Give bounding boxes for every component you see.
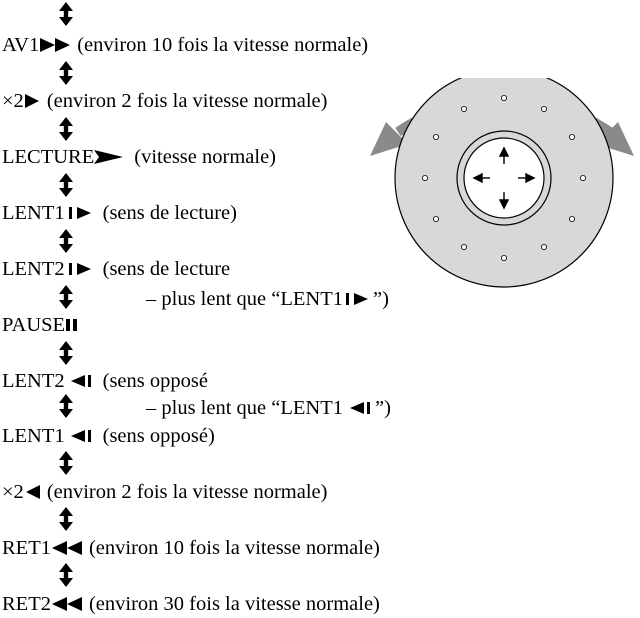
up-down-arrow-icon bbox=[59, 173, 73, 197]
slow-reverse-icon bbox=[70, 375, 91, 387]
mode-label: ×2 bbox=[2, 481, 24, 503]
mode-av1: AV1 (environ 10 fois la vitesse normale) bbox=[2, 33, 368, 57]
mode-lent1-forward: LENT1 (sens de lecture) bbox=[2, 201, 237, 225]
mode-label: AV1 bbox=[2, 34, 40, 56]
mode-lent1-reverse: LENT1 (sens opposé) bbox=[2, 424, 215, 448]
mode-description: (sens opposé) bbox=[102, 425, 215, 447]
mode-description: (sens opposé bbox=[102, 370, 208, 392]
slow-forward-icon bbox=[345, 293, 368, 305]
up-down-arrow-icon bbox=[59, 507, 73, 531]
play-icon bbox=[94, 150, 124, 164]
up-down-arrow-icon bbox=[59, 394, 73, 418]
slow-forward-icon bbox=[68, 263, 91, 275]
mode-label: ×2 bbox=[2, 90, 24, 112]
mode-label: RET1 bbox=[2, 537, 51, 559]
mode-label: PAUSE bbox=[2, 314, 66, 336]
jog-shuttle-dial-icon bbox=[370, 78, 634, 288]
slow-reverse-icon bbox=[349, 402, 370, 414]
mode-description: (environ 10 fois la vitesse normale) bbox=[77, 34, 369, 56]
mode-label: LENT2 bbox=[2, 370, 65, 392]
mode-lecture: LECTURE (vitesse normale) bbox=[2, 145, 276, 169]
mode-x2-reverse: ×2 (environ 2 fois la vitesse normale) bbox=[2, 480, 327, 504]
up-down-arrow-icon bbox=[59, 117, 73, 141]
rewind-icon bbox=[51, 541, 82, 555]
mode-label: LENT1 bbox=[2, 202, 65, 224]
mode-x2-forward: ×2 (environ 2 fois la vitesse normale) bbox=[2, 89, 327, 113]
mode-description: (sens de lecture) bbox=[102, 202, 237, 224]
mode-description: (vitesse normale) bbox=[134, 146, 276, 168]
note-text: ”) bbox=[374, 397, 391, 419]
up-down-arrow-icon bbox=[59, 451, 73, 475]
up-down-arrow-icon bbox=[59, 229, 73, 253]
mode-label: LECTURE bbox=[2, 146, 95, 168]
up-down-arrow-icon bbox=[59, 61, 73, 85]
mode-lent2-forward: LENT2 (sens de lecture bbox=[2, 257, 230, 281]
mode-label: LENT1 bbox=[2, 425, 65, 447]
mode-label: LENT2 bbox=[2, 258, 65, 280]
mode-ret1: RET1 (environ 10 fois la vitesse normale… bbox=[2, 536, 380, 560]
play-forward-icon bbox=[24, 94, 39, 108]
up-down-arrow-icon bbox=[59, 563, 73, 587]
mode-lent2-reverse: LENT2 (sens opposé bbox=[2, 369, 208, 393]
rewind-icon bbox=[51, 597, 82, 611]
pause-icon bbox=[66, 319, 78, 331]
up-down-arrow-icon bbox=[59, 341, 73, 365]
slow-forward-icon bbox=[68, 207, 91, 219]
mode-description: (environ 10 fois la vitesse normale) bbox=[88, 537, 380, 559]
note-text: ”) bbox=[372, 288, 389, 310]
note-text: – plus lent que “LENT1 bbox=[146, 397, 343, 419]
mode-description: (environ 2 fois la vitesse normale) bbox=[46, 90, 328, 112]
mode-description: (environ 30 fois la vitesse normale) bbox=[88, 593, 380, 615]
note-text: – plus lent que “LENT1 bbox=[146, 288, 343, 310]
up-down-arrow-icon bbox=[59, 2, 73, 26]
mode-note: – plus lent que “LENT1 ”) bbox=[146, 287, 389, 311]
mode-note: – plus lent que “LENT1 ”) bbox=[146, 396, 391, 420]
mode-pause: PAUSE bbox=[2, 313, 79, 337]
mode-label: RET2 bbox=[2, 593, 51, 615]
mode-ret2: RET2 (environ 30 fois la vitesse normale… bbox=[2, 592, 380, 616]
up-down-arrow-icon bbox=[59, 285, 73, 309]
slow-reverse-icon bbox=[70, 430, 91, 442]
mode-description: (sens de lecture bbox=[102, 258, 231, 280]
fast-forward-icon bbox=[40, 38, 71, 52]
mode-description: (environ 2 fois la vitesse normale) bbox=[46, 481, 328, 503]
play-reverse-icon bbox=[25, 485, 40, 499]
